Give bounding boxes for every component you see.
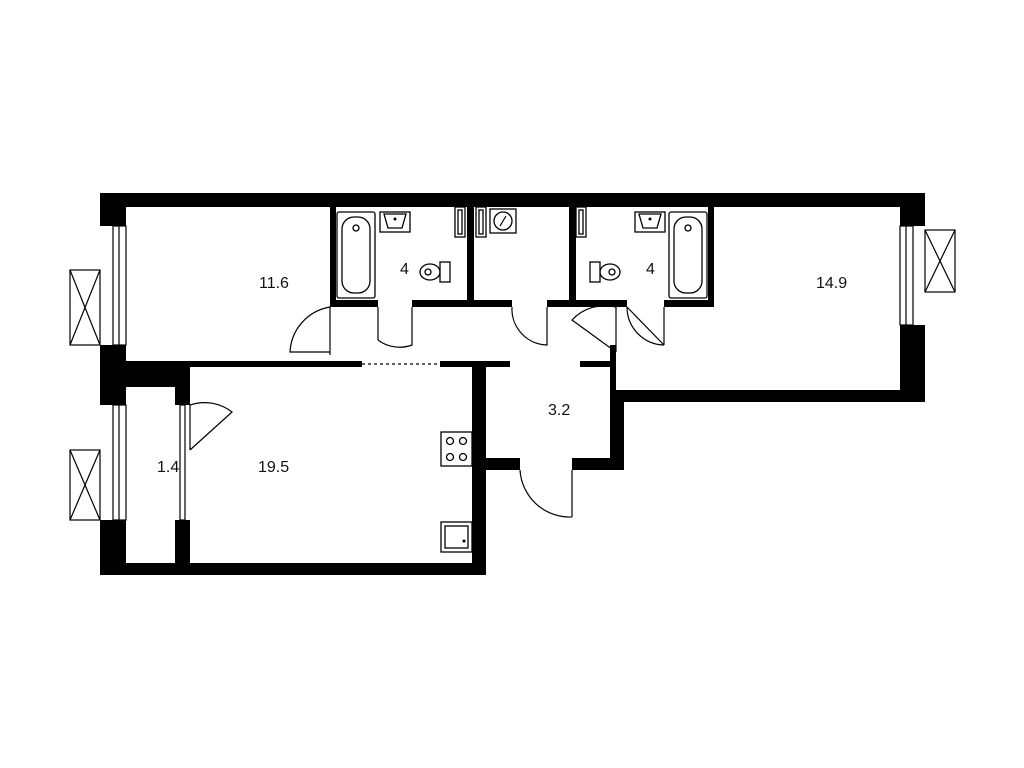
door-entrance [519, 469, 573, 518]
wall-hall-right [610, 390, 624, 470]
wall-bath-left-bottom-a [330, 300, 378, 307]
room-area-hallway: 3.2 [548, 402, 571, 419]
bathtub-right-icon [668, 211, 708, 299]
door-laundry [511, 306, 548, 346]
wall-bath-left-outer [330, 207, 336, 307]
sink-right-icon [634, 211, 666, 233]
stove-icon [440, 431, 473, 467]
wall-bath-left-bottom-b [412, 300, 474, 307]
radiator-right-icon [575, 206, 587, 238]
toilet-right-icon [589, 261, 601, 283]
washing-machine-icon [489, 208, 517, 234]
room-area-living-kitchen: 19.5 [258, 459, 290, 476]
door-balcony [189, 402, 233, 451]
room-area-bedroom-left: 11.6 [259, 275, 289, 292]
windows [69, 225, 956, 521]
door-bath-right [626, 306, 665, 346]
radiator-left-icon [454, 206, 466, 238]
wall-laundry-bottom-b [547, 300, 627, 307]
wall-left-upper-b [100, 345, 126, 367]
room-area-bathroom-right: 4 [646, 261, 655, 278]
door-bath-left [377, 307, 413, 348]
wall-bed-living [126, 361, 362, 367]
room-area-balcony: 1.4 [157, 459, 180, 476]
wall-laundry-bottom-a [474, 300, 512, 307]
door-bedroom-right [571, 305, 617, 353]
door-bedroom-left [289, 306, 331, 355]
wall-balcony-top-left [100, 367, 126, 405]
wall-bath-left-right [467, 207, 474, 307]
room-area-bathroom-left: 4 [400, 261, 409, 278]
wall-left-upper-a [100, 193, 126, 226]
wall-bath-right-left [569, 207, 576, 307]
bathtub-left-icon [336, 211, 376, 299]
room-area-bedroom-right: 14.9 [816, 275, 848, 292]
wall-balcony-partition-top [175, 367, 190, 405]
wall-right-upper [900, 193, 925, 226]
doors [189, 305, 665, 518]
heated-rail-icon [475, 206, 487, 238]
window-left-bedroom-frame [69, 269, 101, 346]
wall-hall-bottom-left [486, 458, 520, 470]
sink-left-icon [379, 211, 411, 233]
balcony-door-glazing [179, 404, 186, 521]
wall-hall-stub [580, 361, 616, 367]
window-balcony-frame [69, 449, 101, 521]
wall-balcony-top [126, 367, 190, 387]
walls [100, 193, 925, 575]
wall-right-bottom [610, 390, 925, 402]
wall-right-bedroom-left [610, 345, 616, 402]
toilet-left-icon [439, 261, 451, 283]
window-right-bedroom-frame [924, 229, 956, 293]
wall-right-lower [900, 325, 925, 402]
wall-bath-right-outer [708, 207, 714, 307]
fixtures [336, 206, 708, 553]
kitchen-sink-icon [440, 521, 473, 553]
wall-balcony-partition-bottom [175, 520, 190, 575]
wall-living-right [472, 361, 486, 575]
wall-bottom [100, 563, 486, 575]
wall-top [100, 193, 925, 207]
wall-bath-right-bottom [664, 300, 714, 307]
